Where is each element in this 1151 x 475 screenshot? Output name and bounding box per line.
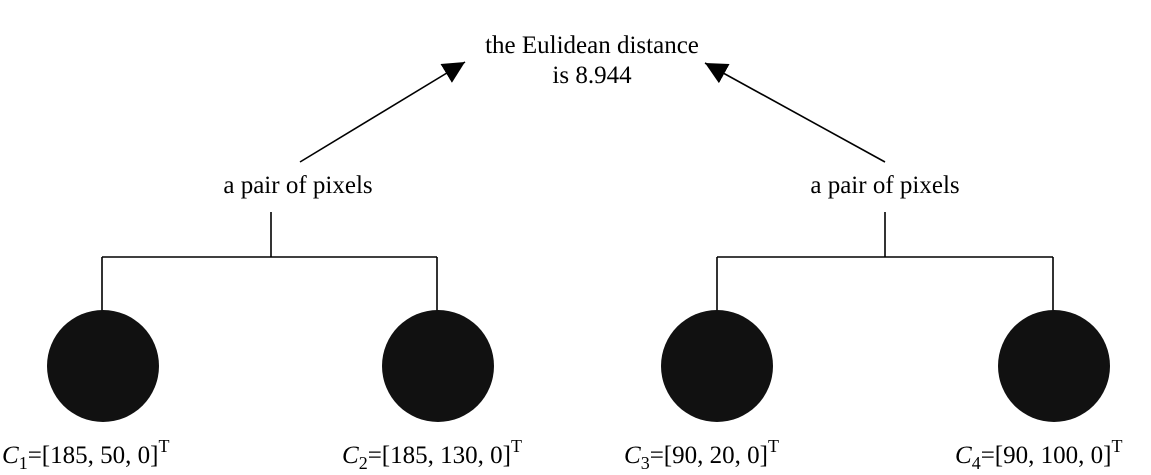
- pixel-label-c3: C3=[90, 20, 0]T: [624, 436, 779, 473]
- pixel-node-c1: [47, 310, 159, 422]
- pair-label-right: a pair of pixels: [810, 172, 959, 199]
- result-text-line-2: is 8.944: [552, 62, 632, 89]
- arrow-left-to-result: [299, 61, 466, 163]
- pixel-label-c4: C4=[90, 100, 0]T: [955, 436, 1122, 473]
- pixel-node-c3: [661, 310, 773, 422]
- pixel-node-c4: [998, 310, 1110, 422]
- pixel-node-c2: [382, 310, 494, 422]
- result-text-line-1: the Eulidean distance: [485, 32, 699, 59]
- bracket-right: [716, 212, 1054, 312]
- pixel-label-c2: C2=[185, 130, 0]T: [342, 436, 522, 473]
- bracket-left: [101, 212, 438, 312]
- arrow-right-to-result: [704, 62, 886, 163]
- pixel-label-c1: C1=[185, 50, 0]T: [2, 436, 169, 473]
- pair-label-left: a pair of pixels: [223, 172, 372, 199]
